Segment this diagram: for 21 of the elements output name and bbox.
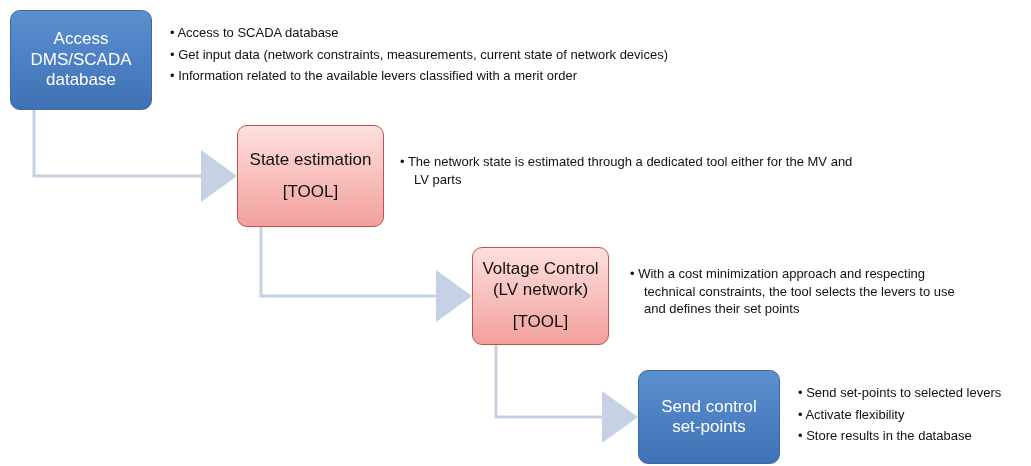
bent-arrow [32,110,237,202]
bullet-text: • With a cost minimization approach and respecting technical constraints, the tool selects the levers to use and defines their set points [630,265,956,318]
bullet-text: • Get input data (network constraints, measurements, current state of network devices) [170,45,670,64]
box-label: [TOOL] [282,182,339,203]
process-box [638,370,780,464]
box-label: Send control set-points [660,396,758,438]
box-label: Access DMS/SCADA database [29,29,133,91]
bullet-text: • Send set-points to selected levers [798,384,1003,402]
bent-arrow [494,345,638,443]
bent-arrow [259,227,472,322]
bullet-text: • Store results in the database [798,427,973,445]
bullet-text: • The network state is estimated through a dedicated tool either for the MV and LV parts [400,153,854,189]
box-label: Voltage Control (LV network) [481,259,600,301]
process-box [10,10,152,110]
bullet-text: • Access to SCADA database [170,24,340,42]
bullet-text: • Information related to the available levers classified with a merit order [170,67,579,85]
bullet-text: • Activate flexibility [798,405,906,424]
process-box [237,125,384,227]
process-box [472,247,609,345]
box-label: State estimation [249,149,372,170]
box-label: [TOOL] [512,312,569,333]
